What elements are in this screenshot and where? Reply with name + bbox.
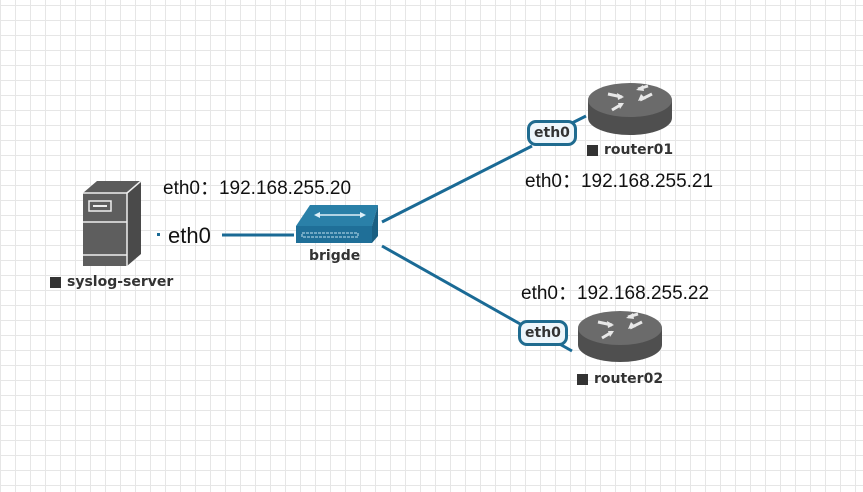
router01-icon[interactable] [588,83,672,135]
router01-name-label: router01 [587,143,673,157]
server-interface-label[interactable]: eth0 [168,223,211,248]
router02-name-label: router02 [577,372,663,386]
router01-interface-pill[interactable]: eth0 [527,120,577,146]
server-icon[interactable] [83,180,142,266]
server-name-label: syslog-server [50,275,173,289]
bridge-name-label: brigde [309,249,360,263]
label-marker-icon [577,373,588,385]
router02-interface-pill[interactable]: eth0 [518,320,568,346]
label-marker-icon [587,144,598,156]
router01-name: router01 [604,142,674,158]
server-ip-label: eth0：192.168.255.20 [163,178,352,199]
server-port-dot [157,233,160,236]
server-name: syslog-server [67,274,174,290]
router02-icon[interactable] [578,311,662,362]
link-bridge-router01[interactable] [381,144,533,224]
bridge-name: brigde [309,248,361,264]
router01-ip-label: eth0：192.168.255.21 [525,171,714,192]
router02-ip-label: eth0：192.168.255.22 [521,283,710,304]
router02-name: router02 [594,371,664,387]
link-bridge-router02[interactable] [381,244,523,327]
label-marker-icon [50,276,61,288]
switch-icon[interactable] [296,205,378,243]
